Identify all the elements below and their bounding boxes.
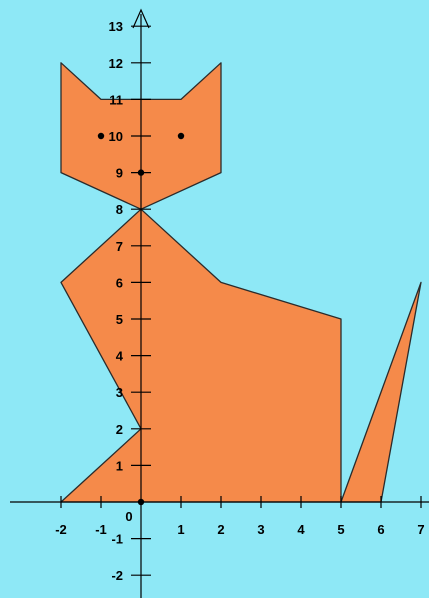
y-tick-label: 4 (116, 349, 124, 364)
x-tick-label: 7 (417, 522, 424, 537)
plotted-point (97, 132, 105, 140)
y-tick-label: 3 (116, 385, 123, 400)
y-tick-label: 11 (109, 92, 123, 107)
y-tick-label: 12 (109, 56, 123, 71)
y-tick-label: 13 (109, 19, 123, 34)
x-tick-label: 1 (177, 522, 184, 537)
x-tick-label: 3 (257, 522, 264, 537)
x-tick-label: 2 (217, 522, 224, 537)
plotted-point (177, 132, 185, 140)
plotted-point (137, 169, 145, 176)
x-tick-label: 6 (377, 522, 384, 537)
x-tick-label: -1 (95, 522, 107, 537)
y-tick-label: -1 (111, 532, 123, 547)
y-tick-label: 8 (116, 202, 123, 217)
plotted-point (137, 498, 145, 506)
x-tick-label: 4 (297, 522, 305, 537)
y-tick-label: 9 (116, 166, 123, 181)
y-tick-label: 2 (116, 422, 123, 437)
arrow-up-icon (132, 8, 150, 29)
y-tick-label: 7 (116, 239, 123, 254)
x-tick-label: -2 (55, 522, 67, 537)
points (97, 132, 185, 506)
x-tick-label: 0 (125, 509, 132, 524)
y-tick-label: 10 (109, 129, 123, 144)
x-tick-label: 5 (337, 522, 344, 537)
y-tick-label: -2 (111, 568, 123, 583)
y-tick-label: 5 (116, 312, 123, 327)
y-tick-label: 1 (116, 458, 123, 473)
y-tick-label: 6 (116, 275, 123, 290)
